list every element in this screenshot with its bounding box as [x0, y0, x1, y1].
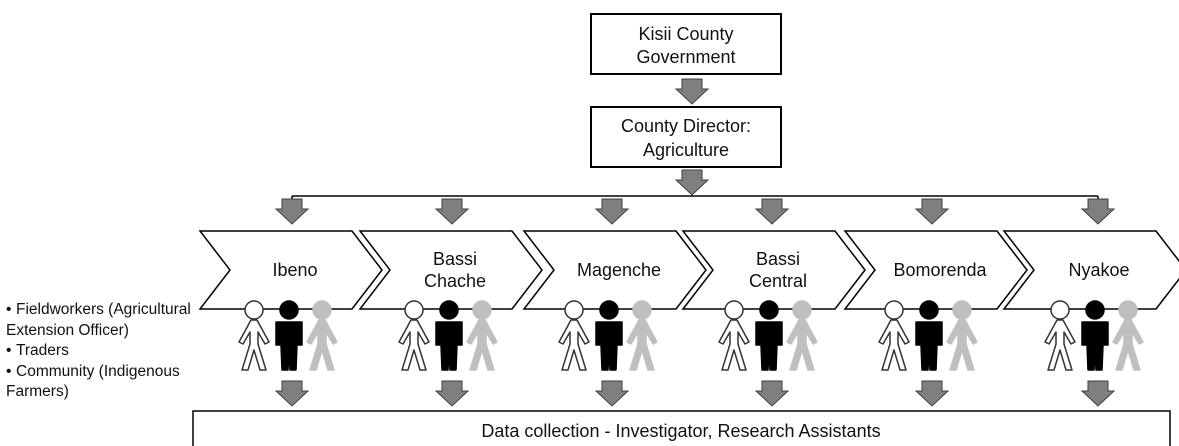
legend-item-traders: Traders [6, 341, 236, 362]
participant-groups [238, 300, 1144, 371]
arrow-down-icon [915, 380, 949, 407]
arrow-down-icon [1081, 198, 1115, 225]
arrow-down-icon [595, 380, 629, 407]
ward-label: Bassi [756, 249, 800, 269]
trader-figure-icon [915, 300, 943, 371]
participant-group [1044, 300, 1144, 371]
fieldworker-figure-icon [1044, 300, 1076, 371]
arrow-down-icon [755, 198, 789, 225]
ward-arrows [275, 198, 1115, 225]
arrow-down-icon [915, 198, 949, 225]
arrow-down-icon [275, 380, 309, 407]
legend-item-community: Community (Indigenous Farmers) [6, 362, 236, 403]
government-box: Kisii County Government [590, 13, 782, 75]
community-figure-icon [786, 300, 818, 371]
fieldworker-figure-icon [558, 300, 590, 371]
ward-label: Chache [424, 271, 486, 291]
community-figure-icon [946, 300, 978, 371]
ward-chevron: Ibeno [198, 230, 383, 310]
arrow-down-icon [435, 198, 469, 225]
ward-label: Central [749, 271, 807, 291]
community-figure-icon [466, 300, 498, 371]
trader-figure-icon [1081, 300, 1109, 371]
director-line-2: Agriculture [643, 140, 729, 160]
legend-item-fieldworkers: Fieldworkers (Agricultural Extension Off… [6, 300, 236, 341]
arrow-down-icon [1081, 380, 1115, 407]
participant-group [718, 300, 818, 371]
chevron-shape [198, 230, 383, 310]
trader-figure-icon [755, 300, 783, 371]
ward-chevrons: IbenoBassiChacheMagencheBassiCentralBomo… [198, 230, 1179, 310]
arrow-down-icon [275, 198, 309, 225]
legend-traders-line-1: Traders [16, 342, 69, 359]
participant-group [558, 300, 658, 371]
ward-label: Magenche [577, 260, 661, 280]
chevron-shape [522, 230, 707, 310]
ward-chevron: Magenche [522, 230, 707, 310]
ward-label: Nyakoe [1068, 260, 1129, 280]
legend-fieldworkers-line-1: Fieldworkers (Agricultural [16, 301, 191, 318]
government-line-2: Government [636, 47, 735, 67]
ward-chevron: Bomorenda [843, 230, 1028, 310]
collection-arrows [275, 380, 1115, 407]
trader-figure-icon [275, 300, 303, 371]
community-figure-icon [626, 300, 658, 371]
participant-group [238, 300, 338, 371]
legend-community-line-2: Farmers) [6, 383, 69, 400]
fieldworker-figure-icon [718, 300, 750, 371]
ward-label: Bomorenda [893, 260, 987, 280]
trader-figure-icon [595, 300, 623, 371]
fieldworker-figure-icon [878, 300, 910, 371]
arrow-down-icon [675, 169, 709, 196]
participant-legend: Fieldworkers (Agricultural Extension Off… [6, 300, 236, 403]
legend-fieldworkers-line-2: Extension Officer) [6, 321, 129, 339]
arrow-down-icon [595, 198, 629, 225]
community-figure-icon [1112, 300, 1144, 371]
arrow-down-icon [675, 78, 709, 105]
chevron-shape [1002, 230, 1179, 310]
fieldworker-figure-icon [238, 300, 270, 371]
ward-chevron: Nyakoe [1002, 230, 1179, 310]
legend-community-line-1: Community (Indigenous [16, 362, 180, 380]
ward-label: Bassi [433, 249, 477, 269]
data-collection-box: Data collection - Investigator, Research… [192, 410, 1171, 446]
ward-label: Ibeno [272, 260, 317, 280]
participant-group [398, 300, 498, 371]
government-line-1: Kisii County [638, 24, 733, 44]
chevron-shape [358, 230, 543, 310]
director-line-1: County Director: [621, 116, 751, 136]
director-box: County Director: Agriculture [590, 106, 782, 168]
data-collection-label: Data collection - Investigator, Research… [481, 421, 880, 441]
arrow-down-icon [435, 380, 469, 407]
participant-group [878, 300, 978, 371]
community-figure-icon [306, 300, 338, 371]
fieldworker-figure-icon [398, 300, 430, 371]
distribution-connector [291, 195, 1099, 200]
chevron-shape [843, 230, 1028, 310]
chevron-shape [681, 230, 866, 310]
trader-figure-icon [435, 300, 463, 371]
arrow-down-icon [755, 380, 789, 407]
